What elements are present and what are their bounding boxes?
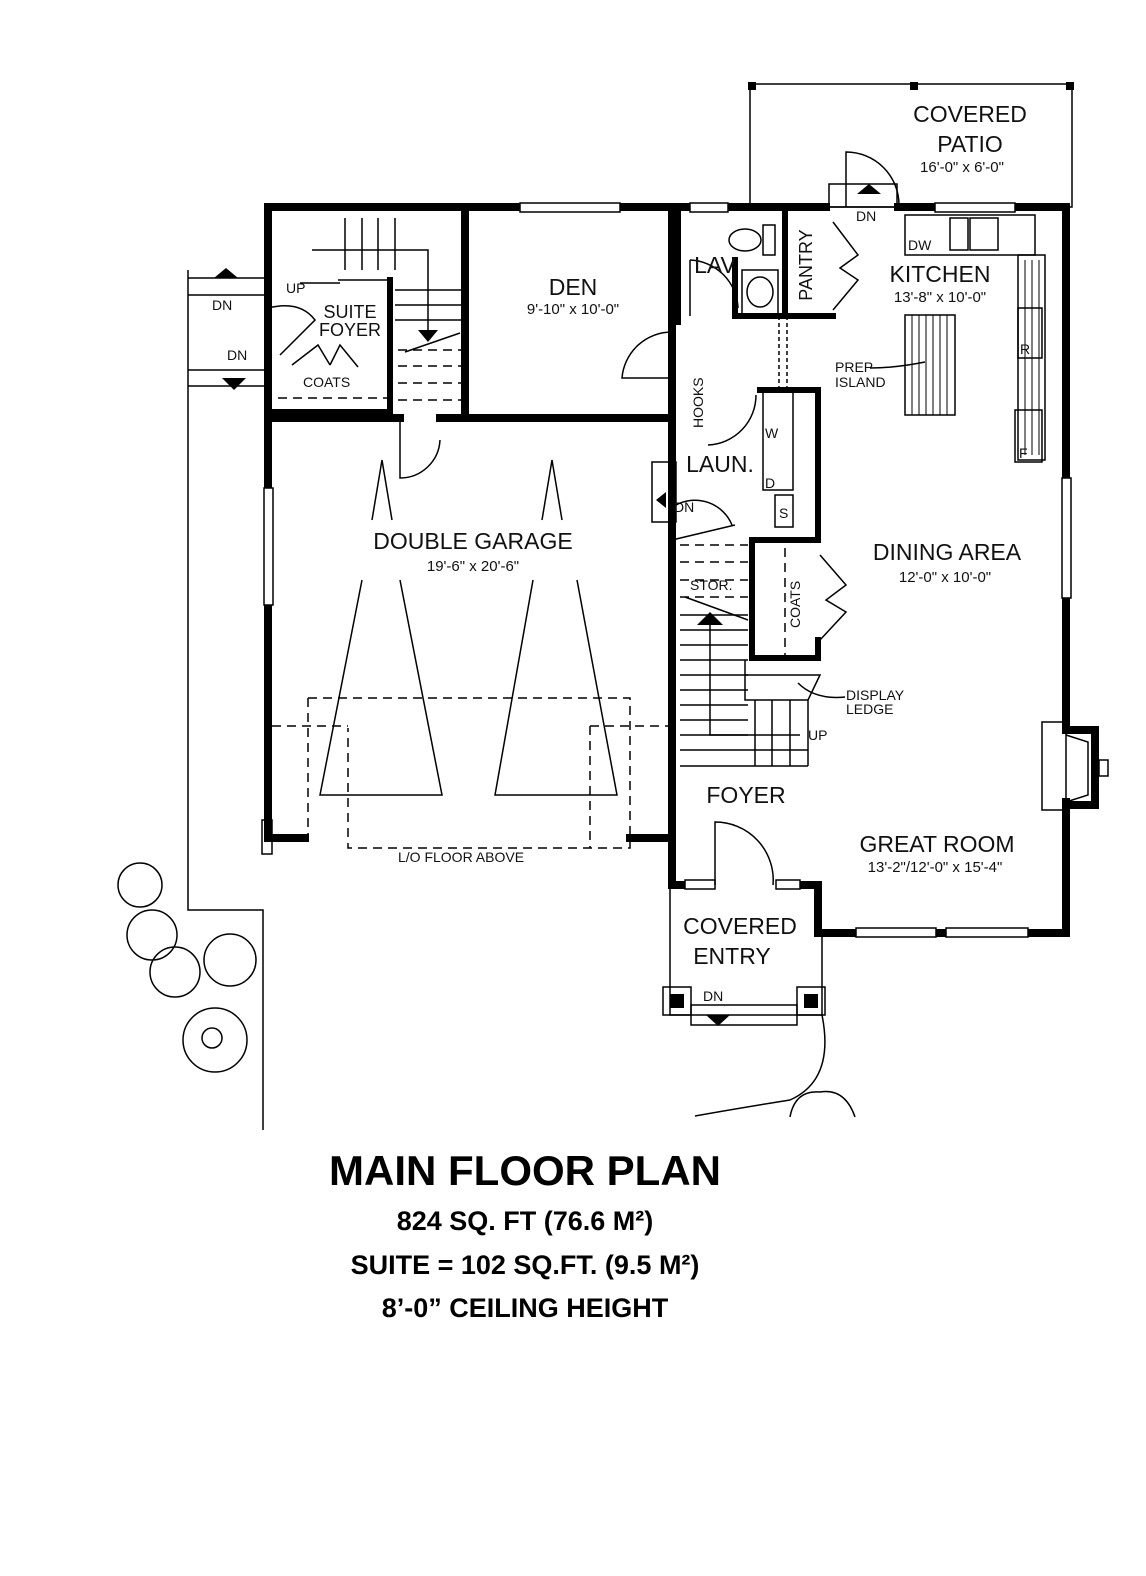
living-area: DINING AREA 12'-0" x 10'-0" FOYER GREAT … [706,539,1022,886]
exterior-walls [261,202,1109,938]
window [775,879,801,890]
window [689,202,729,213]
appliance-label: F [1019,445,1028,461]
closet-label: COATS [787,581,803,628]
tree-icon [117,862,163,908]
room-label: DEN [549,274,598,300]
site-landscaping [117,270,856,1130]
room-label: PANTRY [796,229,816,300]
room-label: COVERED [913,101,1027,127]
plan-title: MAIN FLOOR PLAN [329,1147,721,1194]
room-dimensions: 13'-2"/12'-0" x 15'-4" [868,859,1003,876]
plan-area: 824 SQ. FT (76.6 M²) [397,1206,654,1236]
stair-label: DN [212,297,232,313]
window [519,202,621,213]
room-label: COVERED [683,913,797,939]
closet-label: COATS [303,374,350,390]
tree-icon [149,946,201,998]
den: DEN 9'-10" x 10'-0" [527,274,673,379]
layout-note: L/O FLOOR ABOVE [398,849,524,865]
appliance-label: DW [908,237,932,253]
room-dimensions: 9'-10" x 10'-0" [527,301,619,318]
storage-label: STOR. [690,577,733,593]
stair-label: DN [856,208,876,224]
window [945,927,1029,938]
kitchen-area: LAV PANTRY DW R F KITCHEN 13'-8" x 10'-0… [689,214,1046,463]
room-label: PATIO [937,131,1003,157]
room-label: ENTRY [693,943,771,969]
room-label: ISLAND [835,374,886,390]
interior-walls [264,203,836,661]
room-label: LAV [694,252,736,278]
window [1061,477,1072,599]
main-stairs: STOR. UP COATS DISPLAY LEDGE [680,544,905,767]
covered-entry: DN COVERED ENTRY [662,889,826,1117]
room-dimensions: 16'-0" x 6'-0" [920,159,1004,176]
suite-area: SUITE = 102 SQ.FT. (9.5 M²) [351,1250,700,1280]
room-label: GREAT ROOM [859,831,1014,857]
window [934,202,1016,213]
arrow-icon [857,184,881,194]
covered-patio: COVERED PATIO 16'-0" x 6'-0" DN [748,82,1074,224]
room-label: FOYER [706,782,785,808]
appliance-label: W [765,425,779,441]
stair-label: DN [227,347,247,363]
shrub-icon [789,1090,856,1118]
room-label: FOYER [319,320,381,340]
ledge-label: LEDGE [846,701,893,717]
room-dimensions: 13'-8" x 10'-0" [894,289,986,306]
room-label: LAUN. [686,451,754,477]
room-label: PREP [835,359,873,375]
window [263,487,274,606]
double-garage: DOUBLE GARAGE 19'-6" x 20'-6" L/O FLOOR … [272,418,672,865]
appliance-label: R [1020,341,1030,357]
tree-icon [203,933,257,987]
room-label: SUITE [323,302,376,322]
ceiling-height: 8’-0” CEILING HEIGHT [382,1293,669,1323]
room-label: DINING AREA [873,539,1022,565]
stair-label: UP [808,727,827,743]
ledge-label: DISPLAY [846,687,905,703]
window [684,879,716,890]
tree-icon [126,909,178,961]
stair-label: UP [286,280,305,296]
room-label: DOUBLE GARAGE [373,528,572,554]
hooks-label: HOOKS [690,377,706,428]
window [855,927,937,938]
plan-caption: MAIN FLOOR PLAN 824 SQ. FT (76.6 M²) SUI… [329,1147,721,1323]
suite-foyer: UP SUITE FOYER COATS DN DN [188,218,462,401]
laundry: W D S HOOKS LAUN. DN [651,377,794,528]
room-label: KITCHEN [890,261,991,287]
stair-label: DN [703,988,723,1004]
room-dimensions: 19'-6" x 20'-6" [427,558,519,575]
room-dimensions: 12'-0" x 10'-0" [899,569,991,586]
appliance-label: D [765,475,775,491]
shrub-icon [182,1007,248,1073]
appliance-label: S [779,505,788,521]
